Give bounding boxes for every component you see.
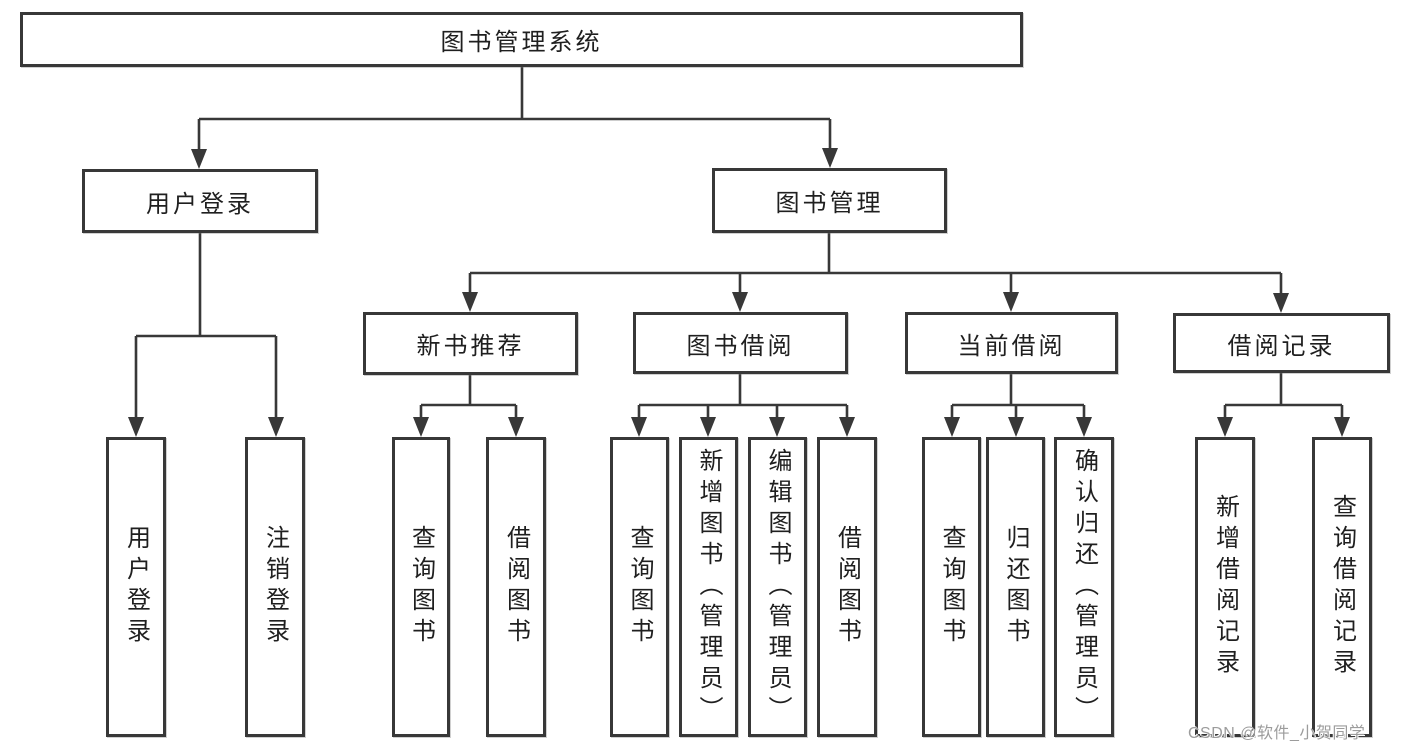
node-current-borrow: 当前借阅 [905,312,1118,374]
node-borrow-records: 借阅记录 [1173,313,1390,373]
node-book-management: 图书管理 [712,168,947,233]
leaf-borrow-query-books: 查询图书 [610,437,669,737]
node-root: 图书管理系统 [20,12,1023,67]
arrowheads [128,148,1350,437]
csdn-watermark: CSDN @软件_小贺同学 [1188,725,1366,742]
leaf-current-return-books: 归还图书 [986,437,1045,737]
tree-edges [134,67,1344,421]
leaf-logout: 注销登录 [245,437,305,737]
leaf-records-query-record: 查询借阅记录 [1312,437,1372,737]
leaf-current-confirm-return-admin: 确认归还（管理员） [1054,437,1114,737]
leaf-newbook-query-books: 查询图书 [392,437,450,737]
leaf-borrow-borrow-books: 借阅图书 [817,437,877,737]
leaf-records-add-record: 新增借阅记录 [1195,437,1255,737]
leaf-user-login: 用户登录 [106,437,166,737]
node-new-book-recommend: 新书推荐 [363,312,578,375]
node-book-borrow: 图书借阅 [633,312,848,374]
node-user-login: 用户登录 [82,169,318,233]
leaf-current-query-books: 查询图书 [922,437,981,737]
leaf-borrow-edit-books-admin: 编辑图书（管理员） [748,437,807,737]
leaf-newbook-borrow-books: 借阅图书 [486,437,546,737]
leaf-borrow-add-books-admin: 新增图书（管理员） [679,437,738,737]
